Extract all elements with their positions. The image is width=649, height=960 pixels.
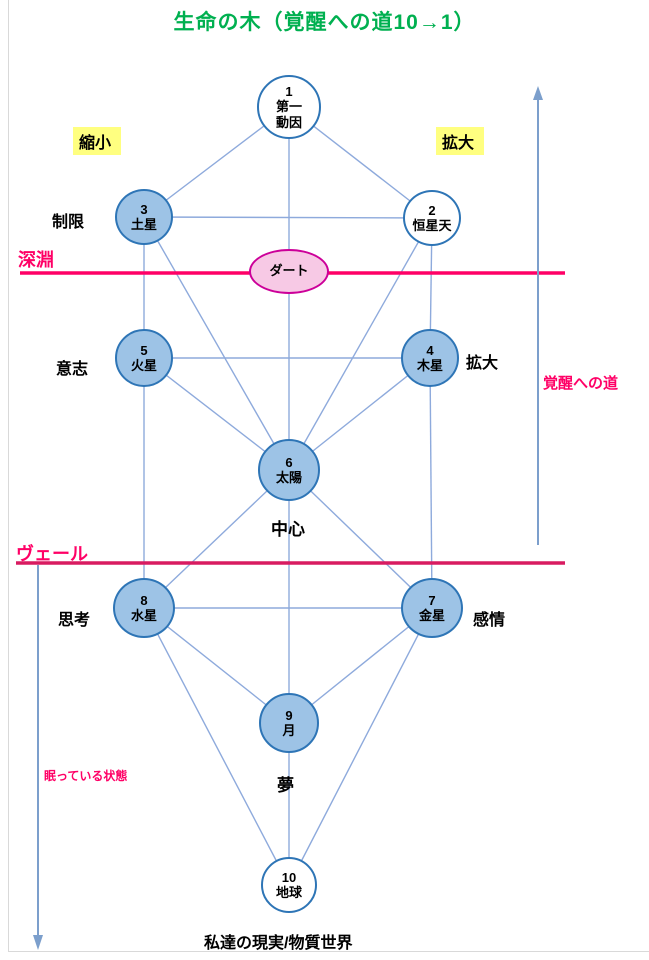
node-number: 8: [140, 592, 148, 608]
node-number: 7: [428, 592, 436, 608]
node-label: 地球: [275, 885, 302, 900]
label-dream: 夢: [277, 776, 294, 795]
node-label: 水星: [130, 608, 157, 623]
node-label: 木星: [416, 358, 443, 373]
label-sleeping-state: 眠っている状態: [44, 769, 128, 783]
label-expansion-right: 拡大: [466, 355, 499, 372]
label-veil: ヴェール: [16, 544, 88, 564]
node-number: 2: [428, 202, 436, 218]
label-will: 意志: [56, 361, 89, 378]
edge-n3-n6: [143, 216, 290, 471]
label-expansion-top: 拡大: [436, 127, 485, 155]
edge-n2-n3: [143, 216, 433, 219]
node-number: 10: [281, 869, 297, 885]
edge-n2-n6: [288, 217, 433, 471]
node-number: 9: [285, 707, 293, 723]
node-label: 恒星天: [412, 218, 452, 233]
label-limitation: 制限: [52, 214, 85, 231]
node-number: 5: [140, 342, 148, 358]
node-number: 1: [285, 84, 293, 99]
sleeping-arrow-down-icon: [33, 565, 43, 950]
page-title: 生命の木（覚醒への道10→1）: [173, 11, 476, 34]
edge-n8-n10: [143, 607, 290, 886]
edge-n6-n8: [143, 469, 290, 609]
label-emotion: 感情: [473, 612, 506, 629]
label-material-world: 私達の現実/物質世界: [204, 935, 353, 952]
node-label: 金星: [418, 608, 445, 623]
label-abyss: 深淵: [18, 250, 54, 270]
edge-n4-n7: [429, 357, 433, 609]
page-edge-bottom: [8, 951, 649, 952]
node-label: 月: [282, 723, 296, 738]
page-edge-left: [8, 0, 9, 952]
node-label: 太陽: [275, 470, 302, 485]
node-label: 土星: [130, 217, 157, 232]
node-daath: ダート: [249, 248, 329, 294]
node-label: 第一 動因: [275, 99, 302, 130]
awakening-arrow-up-icon: [533, 86, 543, 545]
label-contraction: 縮小: [73, 127, 122, 155]
node-number: 3: [140, 201, 148, 217]
node-label: ダート: [269, 263, 309, 279]
edge-n6-n7: [288, 469, 433, 609]
edge-n7-n10: [288, 607, 433, 886]
label-center: 中心: [271, 520, 305, 539]
node-number: 6: [285, 454, 293, 470]
label-path-to-awakening: 覚醒への道: [543, 375, 619, 392]
node-label: 火星: [130, 358, 157, 373]
node-number: 4: [426, 342, 434, 358]
label-thought: 思考: [58, 612, 91, 629]
